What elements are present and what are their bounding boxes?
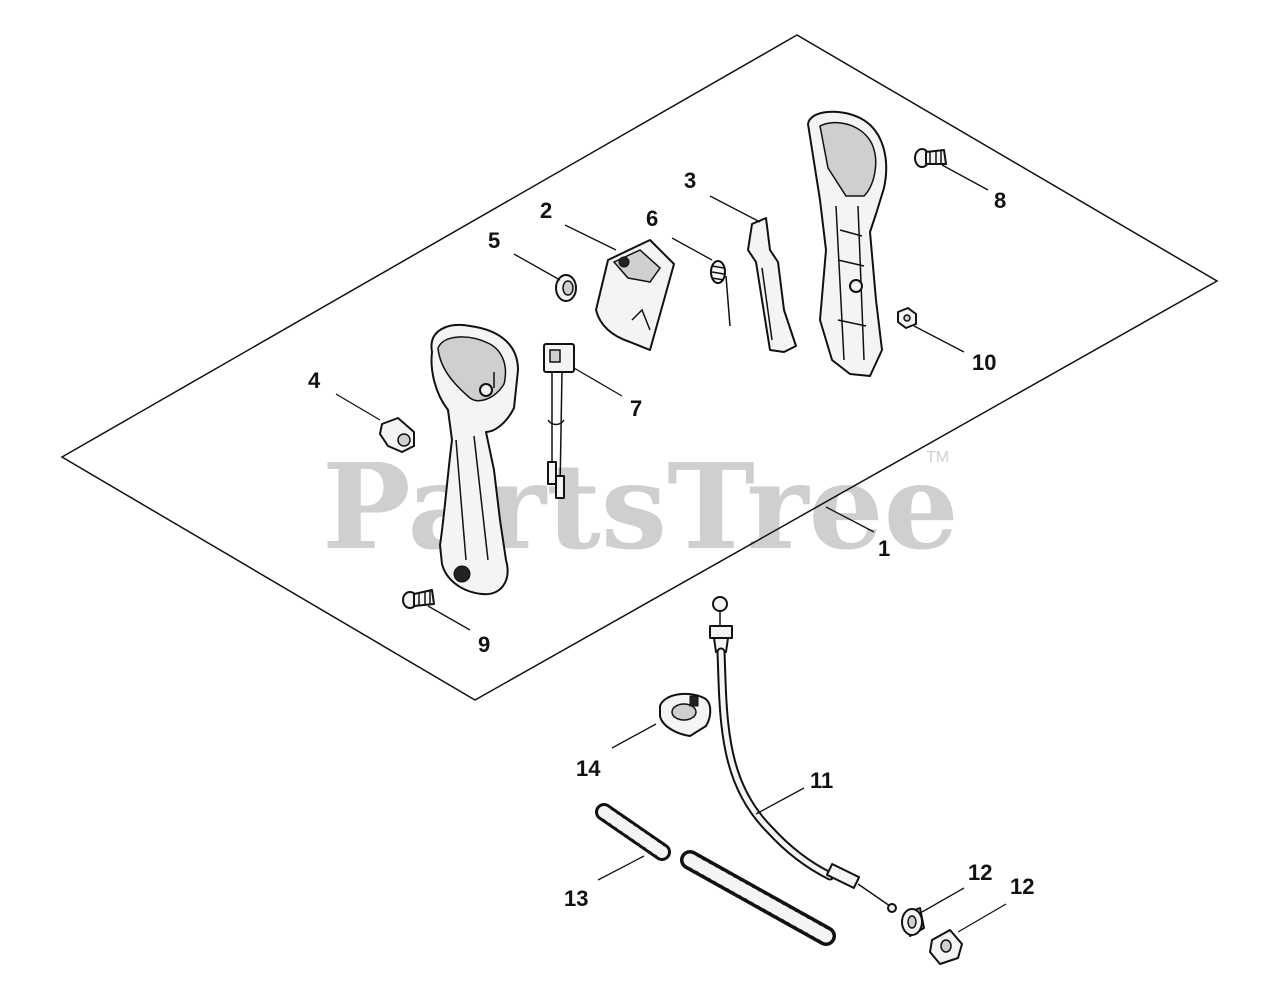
part-6-spring — [710, 260, 731, 327]
callout-7: 7 — [630, 396, 642, 421]
right-handle-half — [807, 110, 888, 377]
callout-8: 8 — [994, 188, 1006, 213]
callout-10: 10 — [972, 350, 996, 375]
part-4-knob — [379, 417, 415, 453]
callout-12a: 12 — [968, 860, 992, 885]
part-13-spring-long — [680, 850, 836, 946]
part-3-trigger — [747, 217, 797, 353]
part-9-screw — [402, 589, 435, 609]
callout-2: 2 — [540, 198, 552, 223]
part-12-nut-b — [929, 929, 963, 965]
leader-1 — [825, 506, 875, 533]
part-7-switch — [543, 343, 575, 499]
assembly-outline — [60, 34, 1219, 701]
part-12-nut-a — [901, 907, 925, 937]
callout-6: 6 — [646, 206, 658, 231]
callout-13: 13 — [564, 886, 588, 911]
watermark-text: PartsTree — [322, 437, 959, 576]
leader-3 — [709, 195, 761, 223]
part-5-bushing — [555, 274, 577, 302]
callout-4: 4 — [308, 368, 321, 393]
callout-9: 9 — [478, 632, 490, 657]
callout-12b: 12 — [1010, 874, 1034, 899]
callout-3: 3 — [684, 168, 696, 193]
leader-14 — [611, 723, 657, 749]
leader-2 — [564, 224, 617, 251]
leader-4 — [335, 393, 381, 421]
leader-12b — [957, 903, 1007, 933]
leader-7 — [573, 367, 623, 397]
callout-5: 5 — [488, 228, 500, 253]
leader-5 — [513, 253, 561, 281]
leader-8 — [941, 164, 989, 191]
leader-6 — [671, 237, 713, 261]
leader-10 — [913, 325, 965, 353]
left-handle-half — [430, 324, 519, 596]
leader-12a — [921, 887, 965, 913]
part-10-nut — [897, 307, 917, 329]
part-13-spring-short — [595, 803, 671, 861]
watermark-trademark: TM — [926, 449, 949, 466]
callout-1: 1 — [878, 536, 890, 561]
leader-11 — [755, 787, 805, 815]
part-11-cable — [709, 596, 897, 913]
part-2-housing — [595, 239, 675, 351]
part-8-screw — [914, 148, 947, 168]
leader-9 — [427, 605, 471, 631]
callout-14: 14 — [576, 756, 601, 781]
part-14-clip — [659, 692, 712, 737]
callout-11: 11 — [810, 768, 833, 793]
leader-13 — [597, 855, 645, 881]
